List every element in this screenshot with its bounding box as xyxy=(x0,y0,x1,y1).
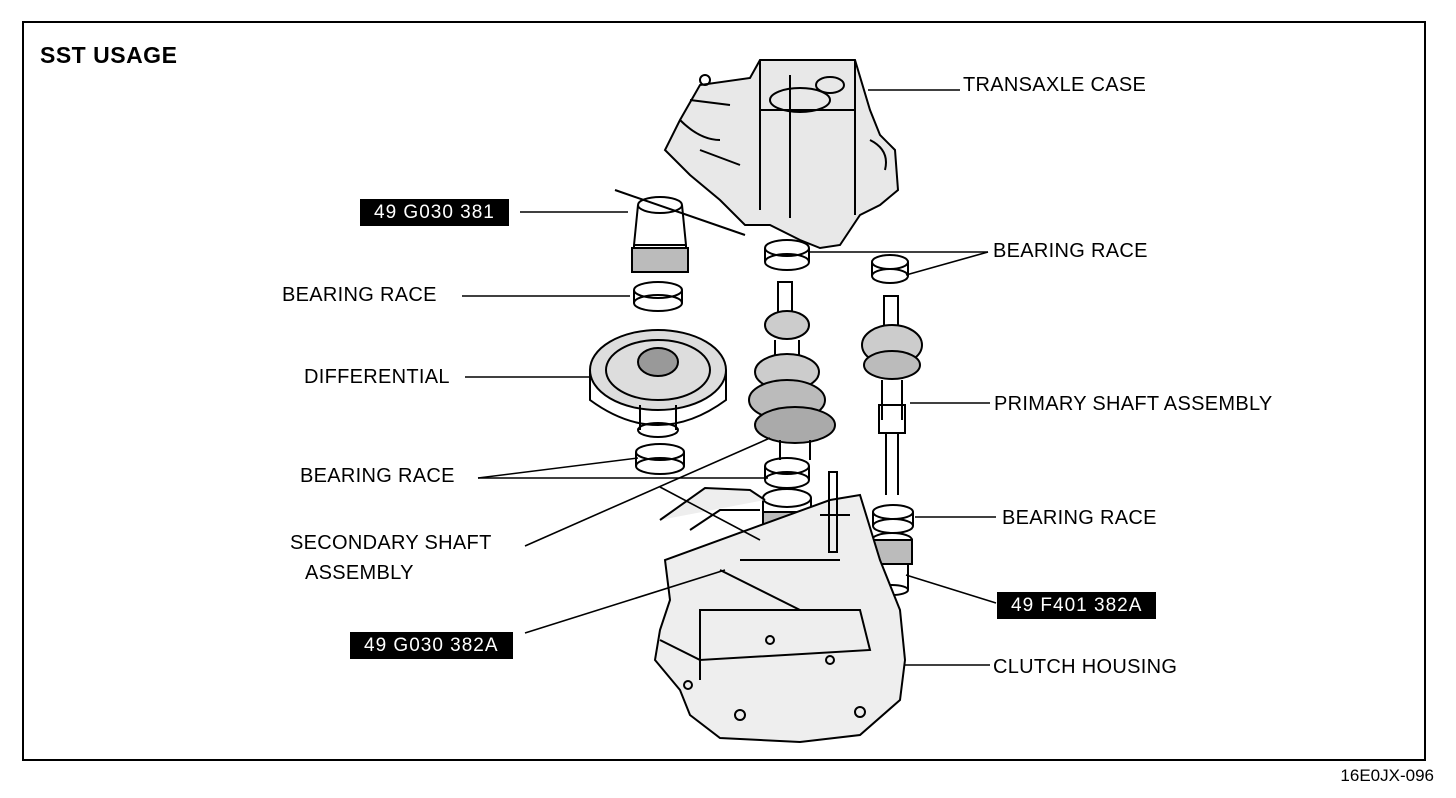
tool-tag-49-g030-382a: 49 G030 382A xyxy=(350,632,513,659)
label-secondary-shaft-line2: ASSEMBLY xyxy=(305,562,414,584)
label-bearing-race-left-lower: BEARING RACE xyxy=(300,465,455,487)
bearing-race-right-lower-drawing xyxy=(872,504,914,534)
label-secondary-shaft-line1: SECONDARY SHAFT xyxy=(290,532,492,554)
label-transaxle-case: TRANSAXLE CASE xyxy=(963,74,1147,96)
label-differential: DIFFERENTIAL xyxy=(304,366,450,388)
bearing-race-top-right-drawing xyxy=(871,254,909,284)
leader-lines xyxy=(462,89,997,666)
bearing-race-top-middle-drawing xyxy=(764,239,810,271)
label-bearing-race-top-right: BEARING RACE xyxy=(993,240,1148,262)
tool-tag-49-f401-382a: 49 F401 382A xyxy=(997,592,1157,619)
primary-shaft-drawing xyxy=(861,295,923,495)
secondary-shaft-drawing xyxy=(748,281,836,460)
tool-tag-49-g030-381: 49 G030 381 xyxy=(360,199,509,226)
label-clutch-housing: CLUTCH HOUSING xyxy=(993,656,1178,678)
bearing-race-left-lower-drawing xyxy=(635,443,685,475)
label-bearing-race-left-upper: BEARING RACE xyxy=(282,284,437,306)
sst-381-drawing xyxy=(614,189,746,273)
page-title: SST USAGE xyxy=(40,42,178,68)
differential-drawing xyxy=(589,329,727,438)
clutch-housing-drawing xyxy=(653,471,907,744)
bearing-race-middle-drawing xyxy=(764,457,810,489)
transaxle-case-drawing xyxy=(663,59,900,250)
label-bearing-race-right-lower: BEARING RACE xyxy=(1002,507,1157,529)
document-id: 16E0JX-096 xyxy=(1340,766,1434,785)
diagram-frame xyxy=(22,21,1426,761)
bearing-race-left-upper-drawing xyxy=(633,281,683,312)
label-primary-shaft-assembly: PRIMARY SHAFT ASSEMBLY xyxy=(994,393,1273,415)
